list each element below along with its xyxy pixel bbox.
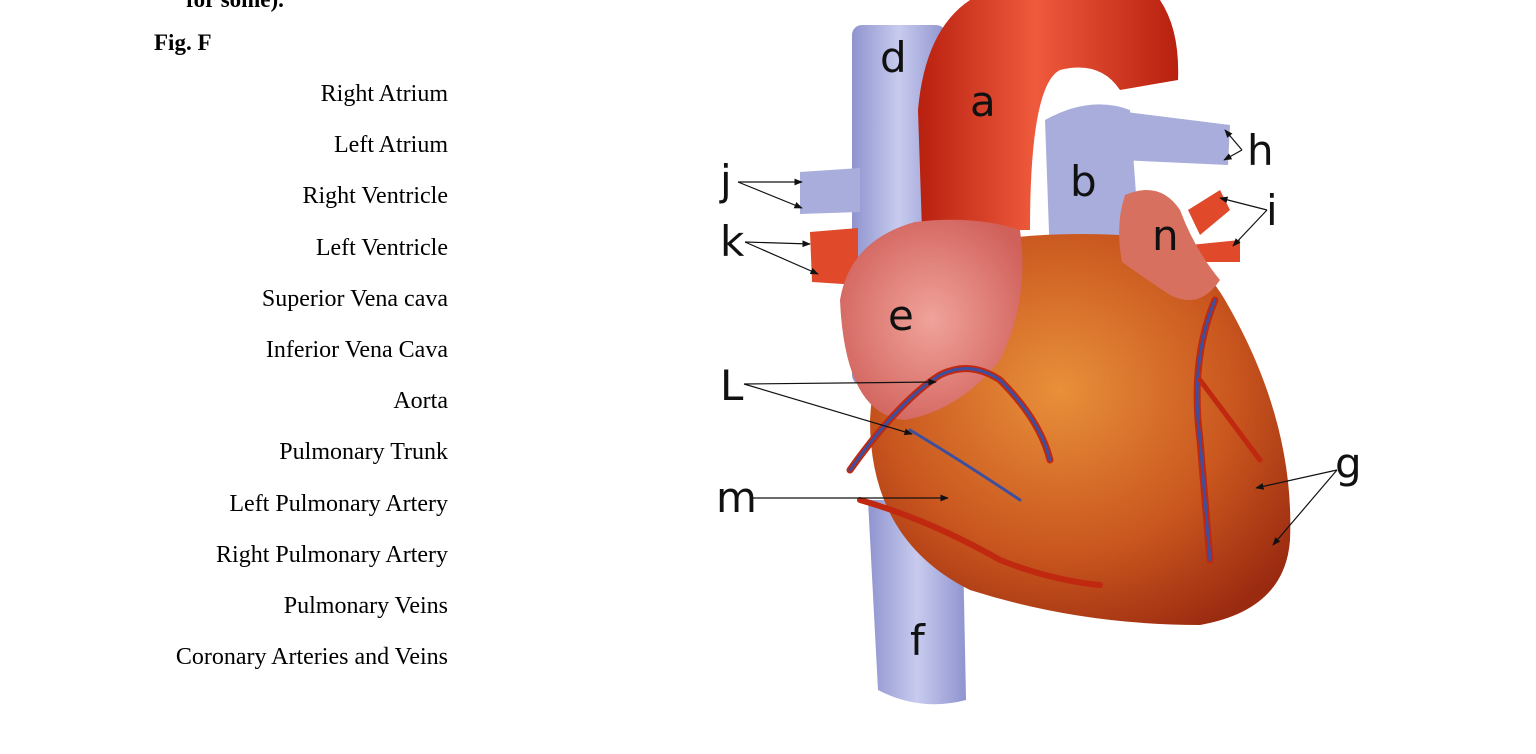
term-list: Right Atrium Left Atrium Right Ventricle…: [140, 78, 448, 692]
term-item: Right Pulmonary Artery: [140, 539, 448, 590]
term-item: Left Atrium: [140, 129, 448, 180]
label-L: L: [720, 361, 744, 410]
term-item: Left Pulmonary Artery: [140, 488, 448, 539]
figure-label: Fig. F: [154, 30, 212, 56]
term-item: Right Atrium: [140, 78, 448, 129]
term-item: Right Ventricle: [140, 180, 448, 231]
left-pulmonary-artery: [1110, 110, 1230, 165]
label-k: k: [720, 217, 745, 266]
term-item: Superior Vena cava: [140, 283, 448, 334]
term-item: Pulmonary Trunk: [140, 436, 448, 487]
label-h: h: [1247, 126, 1274, 175]
right-pulmonary-artery: [800, 168, 860, 214]
term-item: Aorta: [140, 385, 448, 436]
term-item: Left Ventricle: [140, 232, 448, 283]
label-d: d: [880, 33, 907, 82]
label-f: f: [910, 616, 926, 665]
cut-off-heading: for some).: [186, 0, 284, 12]
label-a: a: [970, 77, 996, 126]
label-m: m: [716, 473, 757, 522]
term-item: Inferior Vena Cava: [140, 334, 448, 385]
term-item: Coronary Arteries and Veins: [140, 641, 448, 692]
label-g: g: [1335, 439, 1362, 488]
label-j: j: [719, 156, 732, 205]
label-e: e: [888, 291, 914, 340]
label-b: b: [1070, 157, 1097, 206]
heart-diagram: a b d e f g h i j k L m n: [700, 0, 1380, 720]
label-n: n: [1152, 211, 1179, 260]
term-item: Pulmonary Veins: [140, 590, 448, 641]
label-i: i: [1266, 186, 1278, 235]
